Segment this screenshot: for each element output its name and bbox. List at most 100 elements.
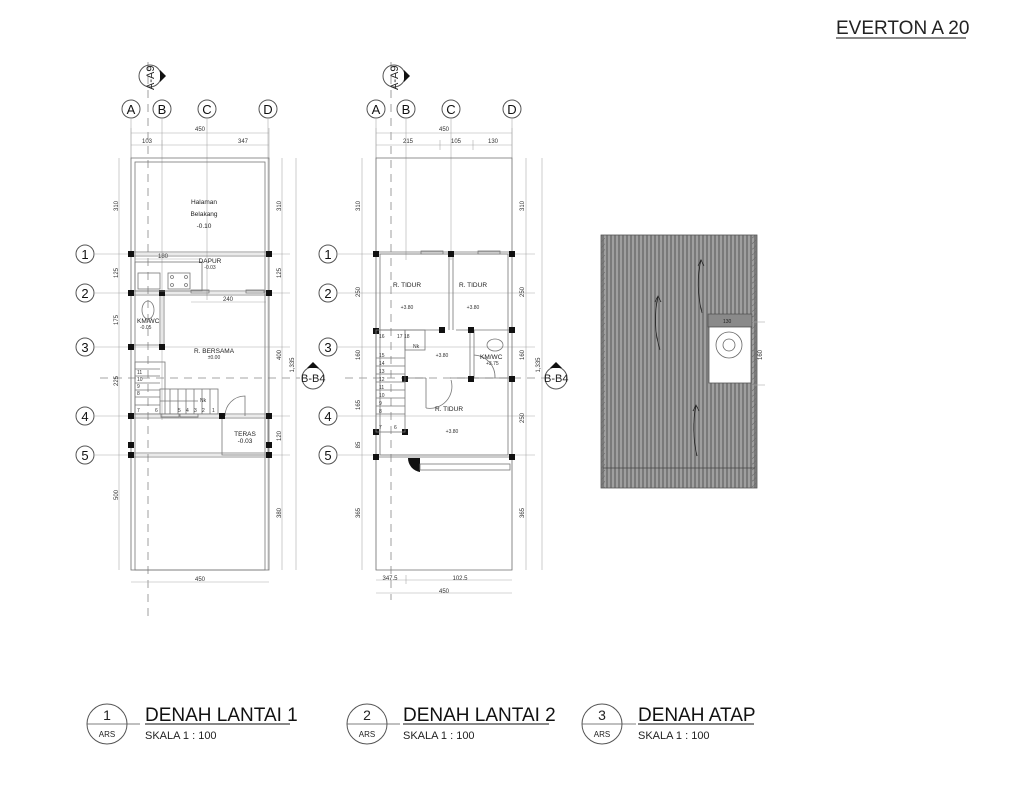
grid_letters-0-label: A — [127, 102, 136, 117]
plan2-bottom_dims-1-label: 102.5 — [452, 576, 468, 582]
plan1-steps-9-label: 10 — [137, 377, 143, 383]
captions-0-num-label: 1 — [103, 707, 111, 723]
plan1-steps-6-label: 7 — [137, 408, 140, 414]
walls-plan-1 — [130, 157, 270, 571]
plan2-steps-11-label: 17 — [397, 334, 403, 340]
grid_letters-0-label: A — [372, 102, 381, 117]
plan2-rooms-tidur2-0-label: R. TIDUR — [459, 282, 487, 289]
plan2-rooms-kmwc-0-label: KM/WC — [480, 354, 503, 361]
grid_numbers-2-label: 3 — [81, 340, 88, 355]
grid_numbers-0-label: 1 — [81, 247, 88, 262]
plan1-steps-4-label: 5 — [178, 408, 181, 414]
plan2-rooms-tidur2-1-label: +3.80 — [467, 305, 480, 311]
plan2-top_dims-1-label: 215 — [403, 139, 414, 145]
plan1-rooms-dapur-1-label: -0.03 — [204, 265, 216, 271]
plan1-rooms-halaman-1-label: Belakang — [190, 211, 217, 218]
plan1-rooms-teras-1-label: -0.03 — [238, 438, 253, 445]
slope-arrow-icon — [654, 259, 705, 457]
grid-bubble-D: D — [258, 99, 278, 119]
plan1-left_dims-1-label: 125 — [114, 267, 120, 278]
plan1-rooms-halaman-0-label: Halaman — [191, 199, 217, 206]
plan2-left_dims-2-label: 160 — [356, 349, 362, 360]
roof-plan: 130 160 — [600, 234, 765, 489]
plan1-rooms-nk-label: Nk — [200, 398, 207, 404]
section-marker-b: B-B4 — [301, 362, 325, 390]
dimensions-plan-2: 450 215 105 130 310 250 160 165 85 365 3… — [356, 127, 543, 595]
captions-2-code-label: ARS — [594, 730, 610, 739]
plan2-left_dims-1-label: 250 — [356, 286, 362, 297]
plan2-rooms-tidur1-0-label: R. TIDUR — [393, 282, 421, 289]
plan1-right_dims-0-label: 310 — [277, 200, 283, 211]
captions-2-scale-label: SKALA 1 : 100 — [638, 730, 710, 742]
plan2-steps-6-label: 12 — [379, 377, 385, 383]
plan2-steps-8-label: 14 — [379, 361, 385, 367]
grid-bubble-3: 3 — [318, 337, 338, 357]
grid_numbers-4-label: 5 — [81, 448, 88, 463]
door-swing — [407, 458, 420, 472]
grid_letters-3-label: D — [263, 102, 272, 117]
grid-bubble-B: B — [396, 99, 416, 119]
plan1-top_dims-1-label: 103 — [142, 139, 153, 145]
plan1-steps-2-label: 3 — [194, 408, 197, 414]
plan2-right_dims-1-label: 250 — [520, 286, 526, 297]
room-tidur-1: R. TIDUR +3.80 — [393, 282, 421, 311]
dimensions-plan-1: 450 103 347 310 125 175 225 500 310 125 … — [114, 127, 297, 583]
room-dapur: DAPUR -0.03 — [199, 258, 222, 271]
grid-bubble-5: 5 — [75, 445, 95, 465]
plan2-steps-12-label: 18 — [404, 334, 410, 340]
plan1-right_dims-2-label: 400 — [277, 349, 283, 360]
section-marker-b: B-B4 — [544, 362, 568, 390]
plan1-overall-label: 1,335 — [290, 357, 296, 373]
grid-bubble-2: 2 — [75, 283, 95, 303]
walls-plan-2 — [375, 157, 513, 571]
caption-3: 3 ARS DENAH ATAP SKALA 1 : 100 — [581, 703, 756, 745]
plan2-steps-3-label: 9 — [379, 401, 382, 407]
grid_letters-3-label: D — [507, 102, 516, 117]
plan1-steps-1-label: 2 — [202, 408, 205, 414]
grid_numbers-4-label: 5 — [324, 448, 331, 463]
plan1-right_dims-1-label: 125 — [277, 267, 283, 278]
section-marker-a: A-A9 — [382, 64, 410, 90]
caption-2: 2 ARS DENAH LANTAI 2 SKALA 1 : 100 — [346, 703, 556, 745]
plan1-bottom_dim-label: 450 — [195, 577, 206, 583]
grid_numbers-3-label: 4 — [324, 409, 331, 424]
caption-1: 1 ARS DENAH LANTAI 1 SKALA 1 : 100 — [86, 703, 298, 745]
floor-plan-2: A B C D 1 2 3 4 5 A-A9 B-B4 450 215 105 — [318, 62, 568, 600]
stove-icon — [167, 272, 191, 290]
hall-level: +3.80 — [436, 353, 449, 359]
plan2-rooms-tidur3-1-label: +3.80 — [446, 429, 459, 435]
plan1-rooms-halaman-2-label: -0.10 — [197, 223, 212, 230]
plan2-steps-9-label: 15 — [379, 353, 385, 359]
captions-2-num-label: 3 — [598, 707, 606, 723]
stairs-plan-2: 6 7 8 9 10 11 12 13 14 15 16 17 18 Nk — [375, 329, 426, 433]
plan2-left_dims-3-label: 165 — [356, 399, 362, 410]
floor-plan-1: A B C D 1 2 3 4 5 A-A9 B-B4 450 103 — [75, 62, 325, 620]
roof-dims-1-label: 160 — [758, 349, 764, 360]
plan1-top_dims-0-label: 450 — [195, 127, 206, 133]
plan2-left_dims-5-label: 365 — [356, 507, 362, 518]
captions-0-code-label: ARS — [99, 730, 115, 739]
columns-plan-1 — [128, 251, 272, 458]
plan1-rooms-kmwc-0-label: KM/WC — [137, 318, 160, 325]
room-halaman-belakang: Halaman Belakang -0.10 — [190, 199, 217, 230]
plan2-steps-5-label: 11 — [379, 385, 384, 391]
plan1-steps-5-label: 6 — [155, 408, 158, 414]
grid-bubble-3: 3 — [75, 337, 95, 357]
grid-bubble-2: 2 — [318, 283, 338, 303]
toilet-icon — [141, 300, 155, 320]
plan1-steps-3-label: 4 — [186, 408, 189, 414]
plan2-steps-2-label: 8 — [379, 409, 382, 415]
captions-0-scale-label: SKALA 1 : 100 — [145, 730, 217, 742]
plan1-top_dims-2-label: 347 — [238, 139, 249, 145]
plan1-steps-7-label: 8 — [137, 391, 140, 397]
room-kmwc-2: KM/WC +3.75 — [480, 354, 503, 367]
room-tidur-3: R. TIDUR +3.80 — [435, 406, 463, 435]
captions-1-num-label: 2 — [363, 707, 371, 723]
plan1-steps-8-label: 9 — [137, 384, 140, 390]
grid_letters-2-label: C — [446, 102, 455, 117]
section_a-label: A-A9 — [389, 66, 401, 90]
plan1-right_dims-4-label: 380 — [277, 507, 283, 518]
plan1-left_dims-2-label: 175 — [114, 314, 120, 325]
room-kmwc: KM/WC -0.05 — [137, 318, 160, 331]
